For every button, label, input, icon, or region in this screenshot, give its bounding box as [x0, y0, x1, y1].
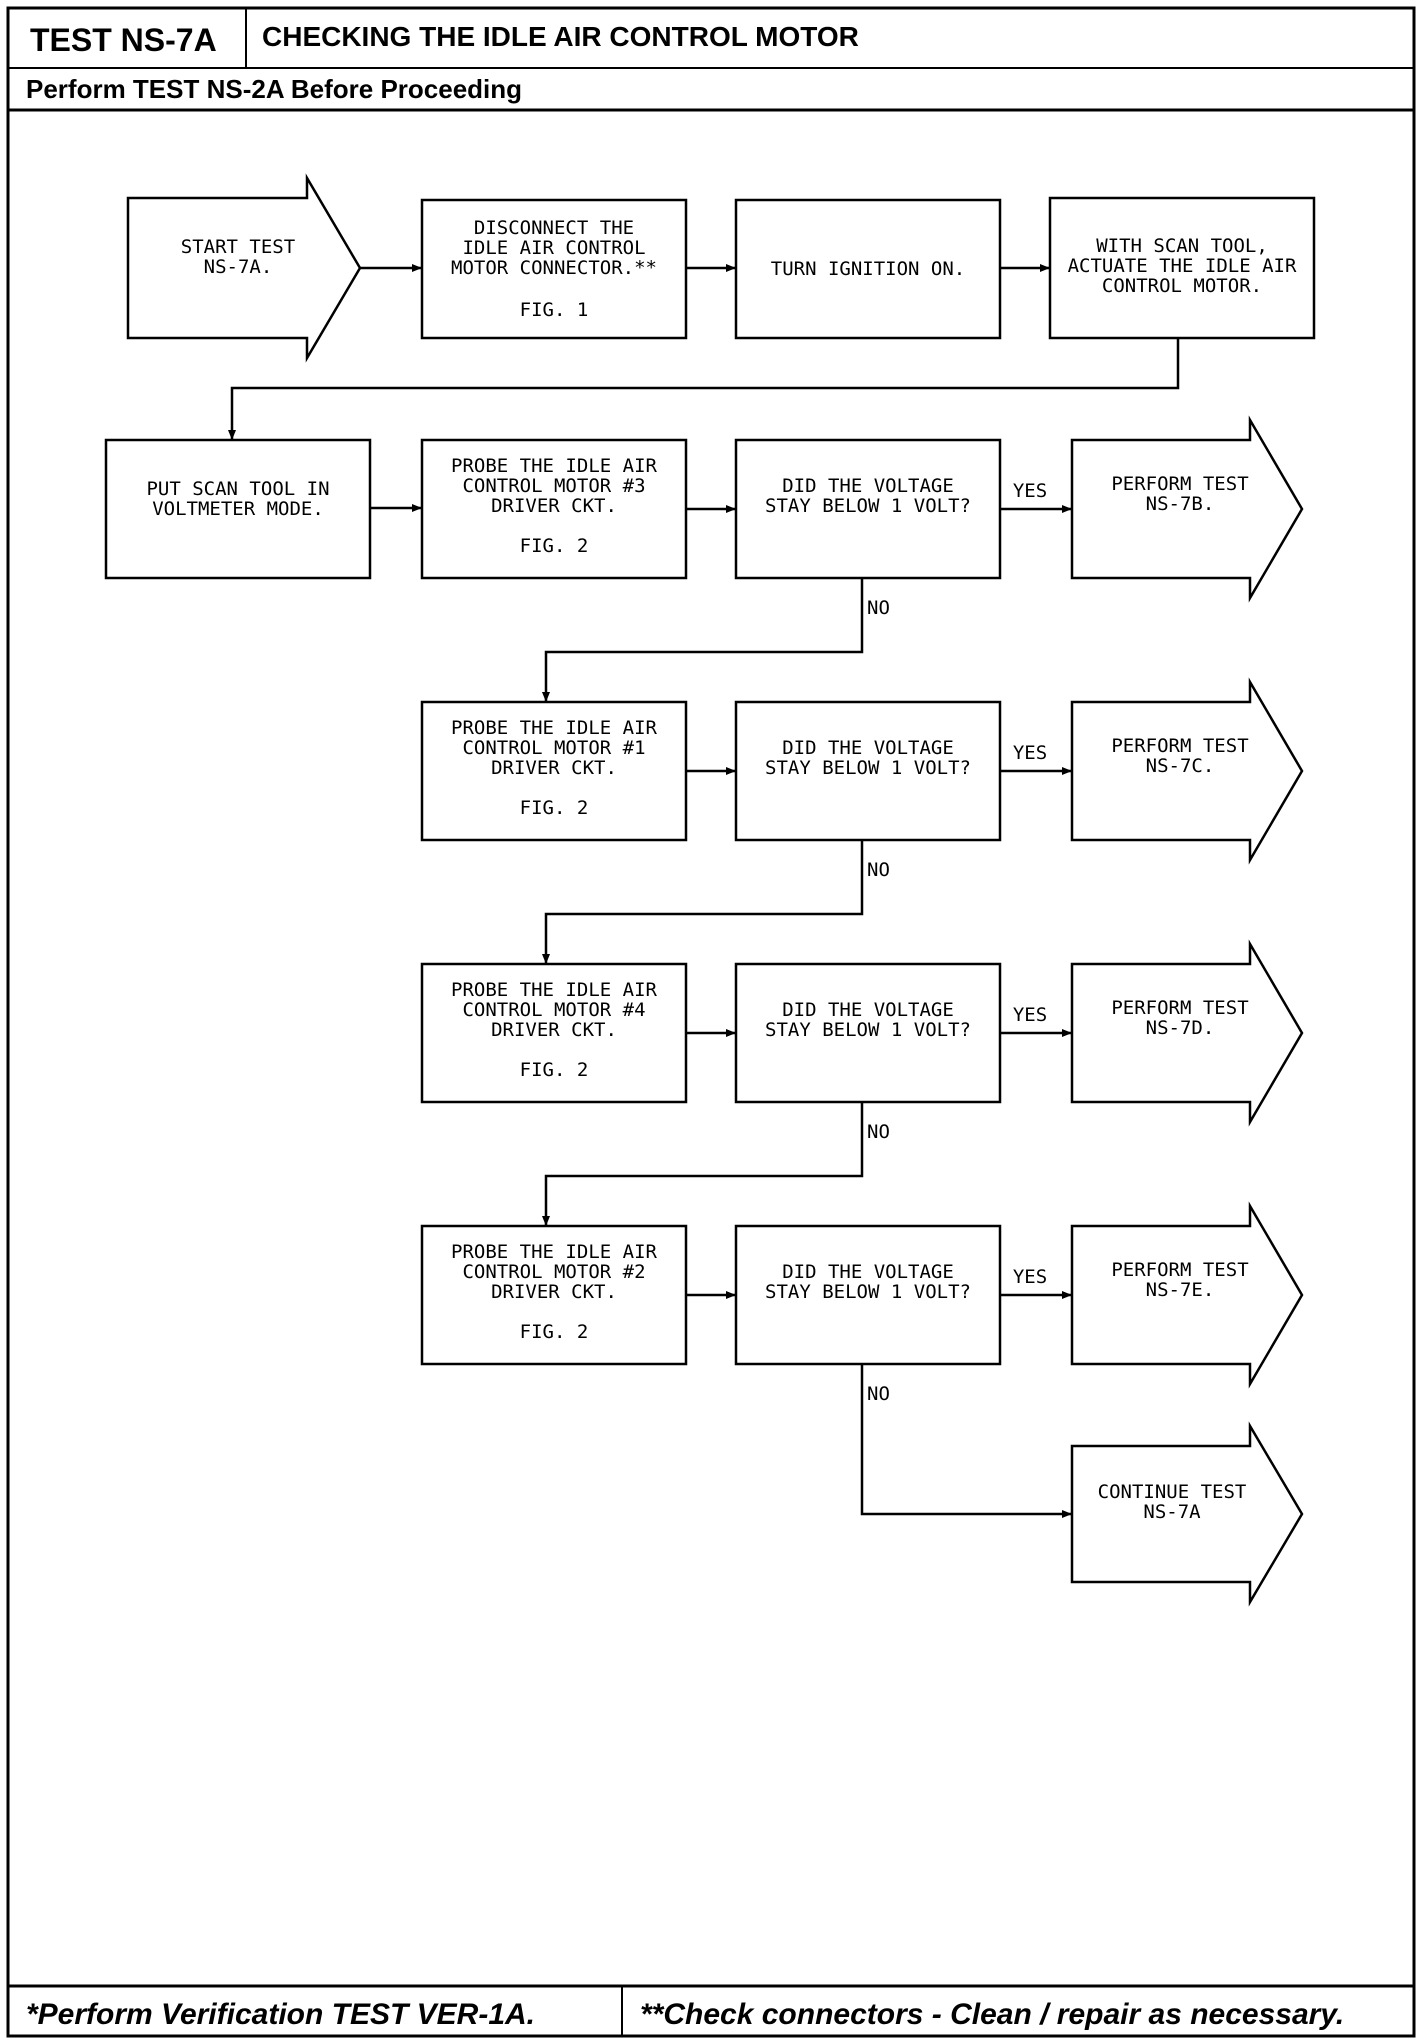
yes-label: YES — [1013, 1004, 1047, 1026]
no-connector-line — [860, 1364, 1072, 1518]
no-label: NO — [867, 859, 890, 881]
page-title: CHECKING THE IDLE AIR CONTROL MOTOR — [262, 21, 859, 52]
probe-fig-label: FIG. 2 — [520, 797, 589, 819]
probe-fig-label: FIG. 2 — [520, 535, 589, 557]
turn-ignition-box: TURN IGNITION ON. — [734, 198, 1002, 340]
yes-label: YES — [1013, 1266, 1047, 1288]
row1-connectors — [228, 264, 1180, 440]
no-label: NO — [867, 597, 890, 619]
test-id: TEST NS-7A — [30, 22, 217, 58]
prerequisite-note: Perform TEST NS-2A Before Proceeding — [26, 74, 522, 104]
no-connector-line — [542, 1102, 864, 1226]
no-connector-line — [542, 578, 864, 702]
footnote-connectors: **Check connectors - Clean / repair as n… — [640, 1998, 1344, 2031]
no-label: NO — [867, 1121, 890, 1143]
no-connector-line — [542, 840, 864, 964]
page-border — [6, 6, 1416, 2038]
yes-label: YES — [1013, 480, 1047, 502]
probe-fig-label: FIG. 2 — [520, 1321, 589, 1343]
yes-label: YES — [1013, 742, 1047, 764]
disconnect-fig-label: FIG. 1 — [520, 299, 589, 321]
turn-ignition-label: TURN IGNITION ON. — [771, 258, 965, 280]
footnote-verification: *Perform Verification TEST VER-1A. — [26, 1998, 535, 2031]
no-label: NO — [867, 1383, 890, 1405]
probe-fig-label: FIG. 2 — [520, 1059, 589, 1081]
